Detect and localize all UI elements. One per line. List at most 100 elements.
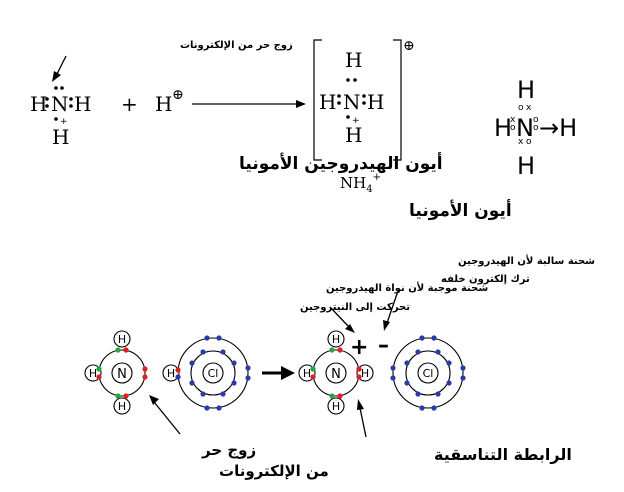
h-atom-top-label: H [332,333,340,346]
electron-green [96,366,102,372]
lone-pair-label: زوج حر من الإلكترونات [180,40,293,51]
ammonia-n: N [51,92,69,116]
negative-charge-label-line2: ترك إلكترون خلفه [441,274,530,285]
h-atom-bottom [113,397,131,415]
dc-arrow-h: →H [539,114,577,142]
electron-blue [419,405,425,411]
h-atom-label: H [167,367,175,380]
n-nucleus [111,362,133,384]
n-nucleus [325,362,347,384]
h-atom-top-label: H [118,333,126,346]
ammonia-lewis: H N H H + [30,86,91,149]
h-atom-bottom-label: H [118,400,126,413]
electron-blue [220,349,226,355]
electron-blue [204,405,210,411]
ammonium-electron [362,101,366,105]
electron-blue [431,405,437,411]
ammonium-formula-sup: + [373,172,381,183]
electron-blue [404,360,410,366]
dc-n: N [516,114,534,142]
electron-blue [204,335,210,341]
ammonia-electron [45,104,49,108]
lone-pair-pointer-head [52,71,61,82]
left-bracket [313,39,322,161]
electron-red [142,366,148,372]
ammonia-h-right: H [74,92,91,116]
electron-green [115,347,121,353]
electron-green [329,347,335,353]
negative-sign: – [378,333,389,358]
electron-green [115,393,121,399]
n-label: N [331,367,341,382]
electron-blue [200,349,206,355]
ammonium-h-top: H [345,48,362,72]
h-atom-right-label: H [361,367,369,380]
ammonia-electron [69,104,73,108]
ammonium-h-left: H [319,90,336,114]
dc-h-top: H [517,76,535,104]
negative-pointer-head [383,320,390,331]
electron-blue [245,365,251,371]
lone-pair-pointer-bottom-head [149,395,159,405]
positive-pointer-head [345,324,355,333]
dc-h-left: H [494,114,512,142]
top-reaction: زوج حر من الإلكترونات H N H H + + H ⊕ أي… [30,38,577,221]
ammonium-h-right: H [367,90,384,114]
electron-blue [390,375,396,381]
ammonia-electron [69,97,73,101]
ammonia-h-left: H [30,92,47,116]
lone-pair-pointer-bottom [153,401,181,435]
lone-pair-bottom-line2: من الإلكترونات [219,462,329,480]
electron-green [329,393,335,399]
ammonia-electron [60,86,64,90]
ammonium-electron [362,94,366,98]
electron-blue [216,335,222,341]
orbit-reaction-arrow-head [281,366,295,380]
ammonium-electron [353,78,357,82]
electron-blue [231,360,237,366]
dc-x: x [518,137,524,147]
bottom-reaction: شحنة سالبة لأن الهيدروجين ترك إلكترون خل… [84,254,595,480]
dot-cross-structure: H H N →H H o x x o o o x o [494,76,577,180]
electron-red [337,393,343,399]
h-atom-bottom-label: H [332,400,340,413]
n-label: N [117,367,127,382]
electron-red [123,393,129,399]
dc-o: o [526,137,532,147]
cl-nucleus [417,362,439,384]
negative-pointer [386,290,399,324]
electron-blue [460,365,466,371]
svg-text:NH4+: NH4+ [340,172,381,195]
electron-blue [415,349,421,355]
electron-red [356,366,362,372]
ammonium-name: أيون الأمونيا [409,199,512,221]
electron-blue [390,365,396,371]
lone-pair-pointer [56,55,67,75]
electron-blue [446,360,452,366]
ammonia-electron [54,117,58,121]
cl-middle-shell [405,350,451,396]
electron-blue [435,349,441,355]
hcl-orbit-model: Cl H [162,335,251,411]
dc-o: o [510,123,516,133]
electron-blue [415,391,421,397]
electron-blue [431,335,437,341]
ammonium-electron [337,94,341,98]
positive-pointer [329,306,350,328]
electron-green [310,366,316,372]
lone-pair-bottom-line1: زوج حر [201,441,256,459]
proton-h: H [155,92,172,116]
electron-blue [200,391,206,397]
electron-blue [189,360,195,366]
electron-blue [175,374,181,380]
electron-red [123,347,129,353]
chloride-orbit-model: Cl [390,335,466,411]
coordinate-bond-pointer [359,407,367,438]
electron-blue [460,375,466,381]
positive-charge-label-line2: تحركت إلى النيتروجين [300,302,410,313]
ammonia-small-plus: + [60,117,68,127]
ammonia-h-below: H [52,125,69,149]
ammonia-electron [45,97,49,101]
cl-label: Cl [423,367,434,380]
